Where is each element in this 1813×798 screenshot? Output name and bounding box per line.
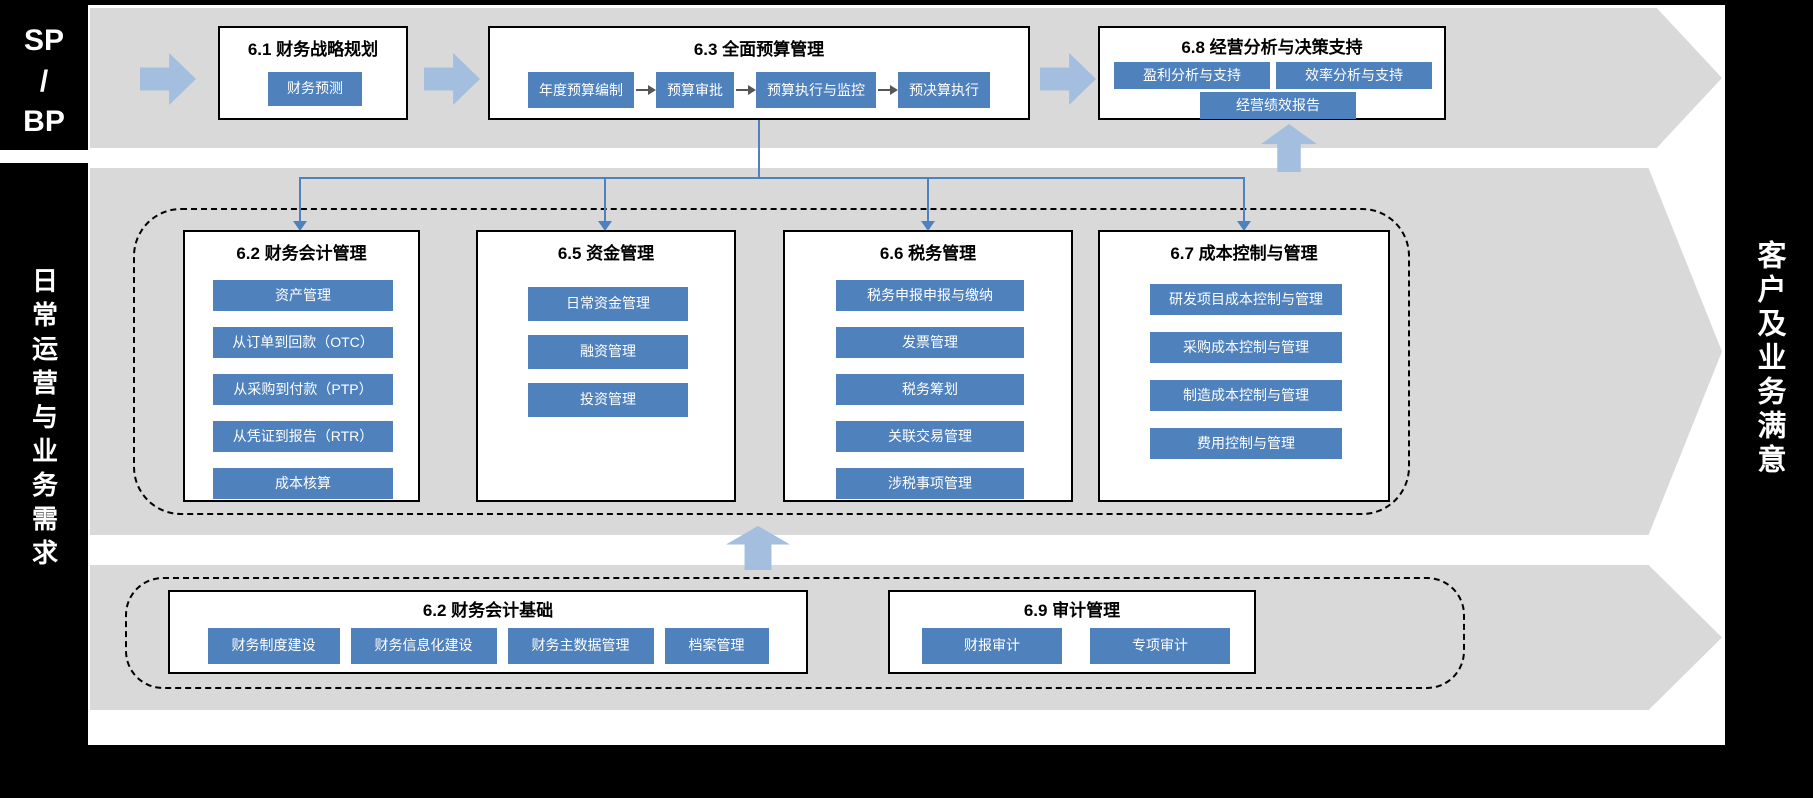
section-cost-control-mgmt: 6.7 成本控制与管理 研发项目成本控制与管理 采购成本控制与管理 制造成本控制…	[1098, 230, 1390, 502]
section-title: 6.3 全面预算管理	[693, 40, 825, 59]
module-chip: 从采购到付款（PTP）	[213, 374, 393, 405]
module-chip: 制造成本控制与管理	[1150, 380, 1342, 411]
section-title: 6.8 经营分析与决策支持	[1181, 38, 1363, 57]
section-title: 6.9 审计管理	[1023, 601, 1121, 620]
right-rail-customer: 客户及业务满意	[1725, 0, 1813, 798]
module-chip: 从凭证到报告（RTR）	[213, 421, 393, 452]
section-title: 6.5 资金管理	[557, 244, 655, 263]
module-chip: 成本核算	[213, 468, 393, 499]
step-arrow-icon	[736, 85, 756, 95]
module-chip: 费用控制与管理	[1150, 428, 1342, 459]
section-financial-strategy: 6.1 财务战略规划 财务预测	[218, 26, 408, 120]
section-tax-mgmt: 6.6 税务管理 税务申报申报与缴纳 发票管理 税务筹划 关联交易管理 涉税事项…	[783, 230, 1073, 502]
module-chip: 效率分析与支持	[1276, 62, 1432, 89]
module-chip: 盈利分析与支持	[1114, 62, 1270, 89]
module-chip: 档案管理	[664, 628, 769, 664]
module-chip: 财务信息化建设	[350, 628, 497, 664]
middle-group-dashed-outline	[133, 208, 1410, 515]
module-chip: 关联交易管理	[836, 421, 1024, 452]
module-chip: 专项审计	[1090, 628, 1230, 664]
module-chip: 投资管理	[528, 383, 688, 417]
foundation-modules-row: 财务制度建设 财务信息化建设 财务主数据管理 档案管理	[182, 628, 794, 664]
module-chip: 发票管理	[836, 327, 1024, 358]
connector-drop-accounting	[299, 177, 301, 222]
operations-label: 日常运营与业务需求	[28, 267, 59, 573]
module-chip: 税务申报申报与缴纳	[836, 280, 1024, 311]
bottom-group-dashed-outline	[125, 577, 1465, 689]
module-chip: 税务筹划	[836, 374, 1024, 405]
module-chip: 财报审计	[922, 628, 1062, 664]
connector-budget-feed	[758, 120, 760, 179]
process-step-chip: 年度预算编制	[528, 72, 634, 108]
process-step-chip: 预算审批	[656, 72, 734, 108]
section-title: 6.1 财务战略规划	[247, 40, 379, 59]
module-chip: 日常资金管理	[528, 287, 688, 321]
module-chip: 财务预测	[268, 72, 362, 106]
section-title: 6.2 财务会计管理	[236, 244, 367, 263]
section-audit-mgmt: 6.9 审计管理 财报审计 专项审计	[888, 590, 1256, 674]
section-financial-accounting-foundation: 6.2 财务会计基础 财务制度建设 财务信息化建设 财务主数据管理 档案管理	[168, 590, 808, 674]
bottom-border	[0, 745, 1813, 798]
section-title: 6.7 成本控制与管理	[1170, 244, 1318, 263]
module-chip: 从订单到回款（OTC）	[213, 327, 393, 358]
top-border	[0, 0, 1813, 5]
module-chip: 研发项目成本控制与管理	[1150, 284, 1342, 315]
module-chip: 财务主数据管理	[507, 628, 654, 664]
section-treasury-mgmt: 6.5 资金管理 日常资金管理 融资管理 投资管理	[476, 230, 736, 502]
section-title: 6.6 税务管理	[879, 244, 977, 263]
sp-bp-label: SP / BP	[23, 24, 65, 139]
connector-drop-tax	[927, 177, 929, 222]
section-title: 6.2 财务会计基础	[422, 601, 554, 620]
section-analysis-decision-support: 6.8 经营分析与决策支持 盈利分析与支持 效率分析与支持 经营绩效报告	[1098, 26, 1446, 120]
step-arrow-icon	[878, 85, 898, 95]
budget-process-steps: 年度预算编制 预算审批 预算执行与监控 预决算执行	[498, 70, 1020, 110]
module-chip: 采购成本控制与管理	[1150, 332, 1342, 363]
process-step-chip: 预算执行与监控	[756, 72, 876, 108]
arrowhead-down-icon	[921, 221, 935, 231]
left-rail-sp-bp: SP / BP	[0, 0, 88, 150]
connector-drop-treasury	[604, 177, 606, 222]
arrowhead-down-icon	[1237, 221, 1251, 231]
module-chip: 涉税事项管理	[836, 468, 1024, 499]
step-arrow-icon	[636, 85, 656, 95]
arrowhead-down-icon	[598, 221, 612, 231]
module-chip: 资产管理	[213, 280, 393, 311]
section-financial-accounting-mgmt: 6.2 财务会计管理 资产管理 从订单到回款（OTC） 从采购到付款（PTP） …	[183, 230, 420, 502]
connector-drop-cost	[1243, 177, 1245, 222]
module-chip: 财务制度建设	[207, 628, 340, 664]
left-rail-operations: 日常运营与业务需求	[0, 163, 88, 798]
connector-horizontal	[300, 177, 1245, 179]
section-budget-management: 6.3 全面预算管理 年度预算编制 预算审批 预算执行与监控 预决算执行	[488, 26, 1030, 120]
module-chip: 经营绩效报告	[1200, 92, 1356, 119]
module-chip: 融资管理	[528, 335, 688, 369]
arrowhead-down-icon	[293, 221, 307, 231]
customer-satisfaction-label: 客户及业务满意	[1753, 240, 1785, 478]
process-step-chip: 预决算执行	[898, 72, 990, 108]
